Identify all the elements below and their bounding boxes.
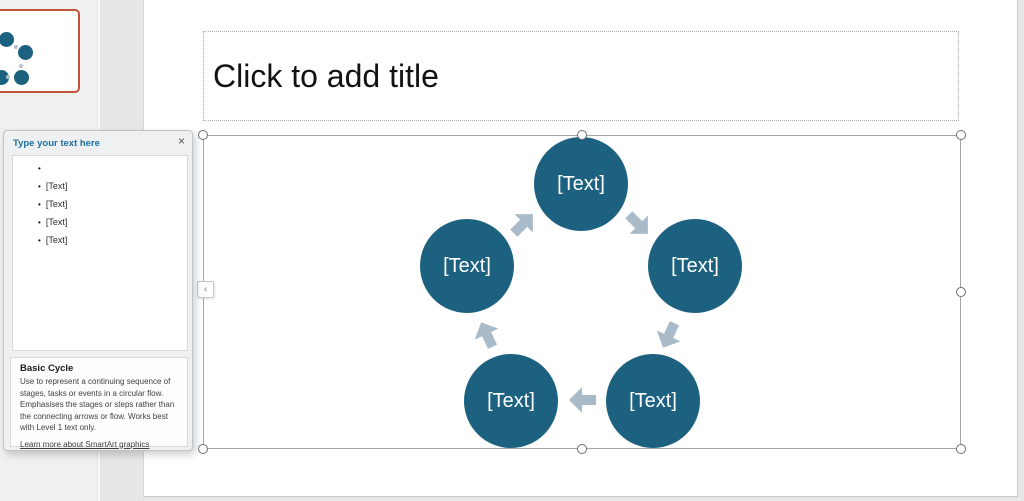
text-entry-value: [Text] <box>45 181 68 191</box>
title-placeholder[interactable]: Click to add title <box>203 31 959 121</box>
smartart-layout-name: Basic Cycle <box>20 363 74 374</box>
selection-handle-bottom-right[interactable] <box>956 444 966 454</box>
selection-handle-bottom-center[interactable] <box>577 444 587 454</box>
cycle-node-bottom-right[interactable]: [Text] <box>606 354 700 448</box>
text-entry-item[interactable]: • <box>13 159 187 177</box>
selection-handle-top-center[interactable] <box>577 130 587 140</box>
cycle-node-label: [Text] <box>629 389 677 412</box>
text-entry-value: [Text] <box>45 199 68 209</box>
text-entry-item[interactable]: • [Text] <box>13 231 187 249</box>
bullet-icon: • <box>38 217 41 227</box>
selection-handle-middle-right[interactable] <box>956 287 966 297</box>
cycle-arrow-icon[interactable] <box>650 315 688 354</box>
cycle-arrow-icon[interactable] <box>617 203 658 244</box>
smartart-info-box: Basic Cycle Use to represent a continuin… <box>10 357 188 449</box>
cycle-arrow-icon[interactable] <box>568 386 598 414</box>
thumbnail-arrow-dot <box>6 75 10 79</box>
thumbnail-cycle-node <box>0 69 9 85</box>
cycle-node-right[interactable]: [Text] <box>648 219 742 313</box>
text-entry-item[interactable]: • [Text] <box>13 177 187 195</box>
cycle-node-label: [Text] <box>487 389 535 412</box>
cycle-arrow-icon[interactable] <box>468 315 506 354</box>
chevron-left-icon: ‹ <box>203 283 208 295</box>
text-entry-list[interactable]: • • [Text] • [Text] • [Text] • [Text] <box>12 155 188 351</box>
thumbnail-arrow-dot <box>19 64 23 68</box>
cycle-arrow-icon[interactable] <box>502 203 543 244</box>
selection-handle-top-right[interactable] <box>956 130 966 140</box>
learn-more-link[interactable]: Learn more about SmartArt graphics <box>20 439 150 449</box>
text-pane-title: Type your text here <box>13 138 100 149</box>
selection-handle-top-left[interactable] <box>198 130 208 140</box>
text-pane-collapse-button[interactable]: ‹ <box>197 281 214 298</box>
text-entry-item[interactable]: • [Text] <box>13 195 187 213</box>
cycle-node-label: [Text] <box>671 254 719 277</box>
thumbnail-cycle-node <box>13 69 29 85</box>
thumbnail-cycle-node <box>0 32 14 47</box>
slide-canvas[interactable]: Click to add title [Text] [Text] [Text] … <box>143 0 1018 497</box>
cycle-node-label: [Text] <box>443 254 491 277</box>
title-placeholder-text: Click to add title <box>213 57 439 94</box>
text-entry-item[interactable]: • [Text] <box>13 213 187 231</box>
bullet-icon: • <box>38 235 41 245</box>
cycle-node-label: [Text] <box>557 172 605 195</box>
thumbnail-arrow-dot <box>14 45 18 49</box>
close-icon[interactable]: × <box>177 134 185 148</box>
bullet-icon: • <box>38 199 41 209</box>
text-entry-value: [Text] <box>45 235 68 245</box>
smartart-text-pane: Type your text here × • • [Text] • [Text… <box>3 130 193 451</box>
cycle-node-bottom-left[interactable]: [Text] <box>464 354 558 448</box>
cycle-node-top[interactable]: [Text] <box>534 137 628 231</box>
selection-handle-bottom-left[interactable] <box>198 444 208 454</box>
smartart-description: Use to represent a continuing sequence o… <box>20 377 175 432</box>
cycle-node-left[interactable]: [Text] <box>420 219 514 313</box>
slide-thumbnail[interactable] <box>0 9 80 93</box>
thumbnail-cycle-node <box>17 45 33 60</box>
bullet-icon: • <box>38 181 41 191</box>
text-entry-value: [Text] <box>45 217 68 227</box>
bullet-icon: • <box>38 163 41 173</box>
